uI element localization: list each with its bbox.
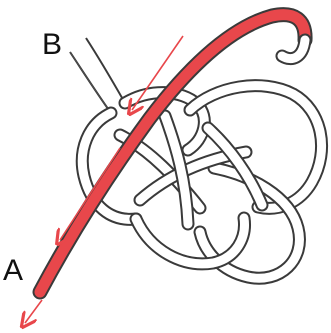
cord-b (69, 37, 126, 114)
label-a: A (3, 254, 24, 287)
cord-a-working (32, 7, 313, 300)
direction-arrow-icon (25, 299, 43, 323)
knot-body (75, 79, 329, 285)
label-b: B (42, 28, 63, 61)
direction-arrows (25, 35, 184, 323)
direction-arrow-icon (60, 147, 121, 240)
direction-arrow-icon (132, 35, 184, 110)
